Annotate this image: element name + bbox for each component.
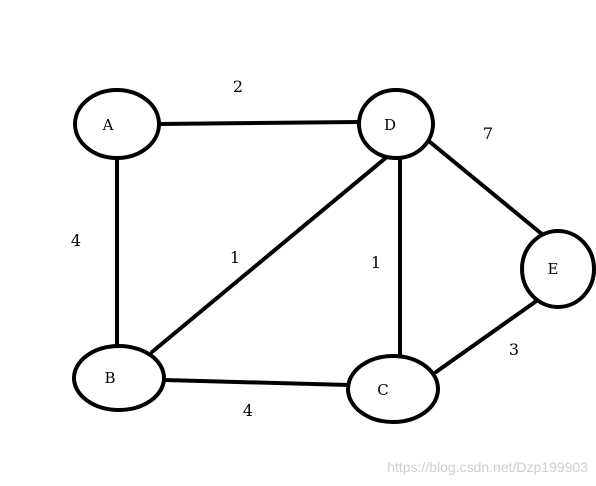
weight-c-e: 3	[509, 340, 519, 359]
node-d-label: D	[384, 116, 396, 134]
node-c: C	[346, 354, 440, 424]
edge-d-e	[428, 140, 545, 237]
weight-b-d: 1	[230, 248, 240, 267]
weight-a-b: 4	[71, 231, 81, 250]
edges	[115, 120, 545, 387]
node-c-label: C	[377, 381, 388, 399]
weight-b-c: 4	[243, 401, 253, 420]
node-b-shape	[72, 344, 166, 412]
node-a-shape	[73, 88, 161, 160]
node-e-shape	[520, 229, 596, 309]
node-d: D	[357, 88, 435, 160]
edge-a-d	[156, 120, 362, 126]
edge-b-d	[150, 154, 390, 354]
edge-weights: 2 4 1 1 7 4 3	[71, 77, 519, 420]
weight-d-e: 7	[483, 124, 493, 143]
node-a-label: A	[102, 116, 114, 134]
node-b-label: B	[104, 369, 115, 387]
weight-a-d: 2	[233, 77, 243, 96]
weight-d-c: 1	[371, 253, 381, 272]
edge-c-e	[434, 300, 537, 374]
node-e-label: E	[548, 260, 559, 278]
edge-b-c	[162, 378, 351, 387]
node-b: B	[72, 344, 166, 412]
node-d-shape	[357, 88, 435, 160]
node-e: E	[520, 229, 596, 309]
watermark: https://blog.csdn.net/Dzp199903	[387, 459, 588, 475]
node-a: A	[73, 88, 161, 160]
node-c-shape	[346, 354, 440, 424]
